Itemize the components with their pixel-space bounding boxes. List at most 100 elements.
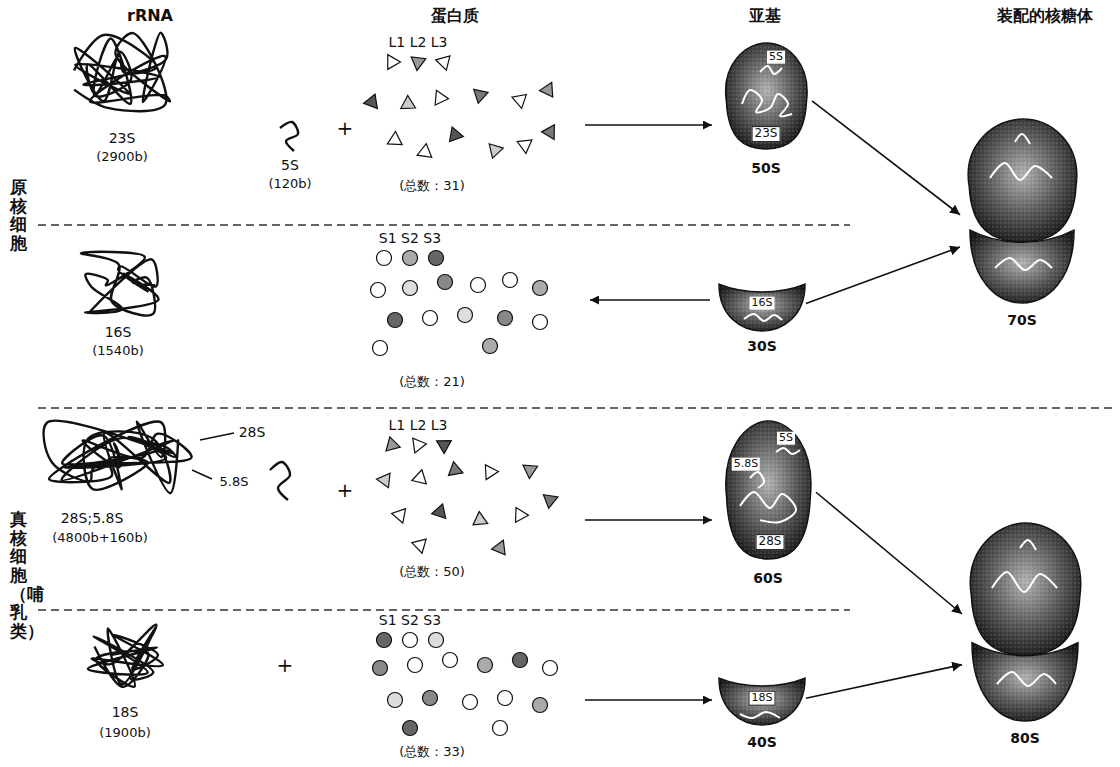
small-subunit-protein (403, 633, 418, 648)
large-subunit-protein (515, 507, 528, 522)
row-header: 原核细胞 (10, 178, 27, 253)
large-subunit-protein (492, 540, 506, 555)
rrna-strand (81, 252, 159, 315)
rrna-strand (270, 462, 290, 500)
subunit-label: 60S (753, 570, 783, 586)
protein-names: L1 L2 L3 (388, 34, 447, 50)
protein-names: S1 S2 S3 (379, 612, 441, 628)
rrna-in-subunit (760, 66, 782, 74)
assembly-connector (812, 101, 960, 215)
stipple (719, 678, 805, 725)
large-subunit-protein (386, 437, 400, 451)
large-subunit-protein (517, 140, 532, 153)
large-subunit-protein (413, 438, 427, 453)
small-subunit-protein (373, 341, 388, 356)
protein-count: (总数：21) (399, 375, 465, 390)
large-subunit-protein (432, 504, 446, 518)
small-subunit-protein (498, 311, 513, 326)
small-subunit: 16S30S (718, 278, 806, 358)
column-header: 蛋白质 (431, 7, 479, 25)
small-subunit-protein (429, 251, 444, 266)
small-subunit-protein (533, 315, 548, 330)
large-subunit-protein (392, 509, 406, 523)
ribosome-body (726, 421, 811, 559)
small-subunit-protein (513, 653, 528, 668)
small-subunit-protein (403, 251, 418, 266)
large-subunit-protein (387, 132, 402, 145)
large-subunit-protein (474, 89, 488, 103)
rrna-strand (44, 421, 192, 494)
large-subunit-protein (437, 441, 452, 454)
plus-sign: + (337, 479, 354, 502)
large-subunit-protein (485, 465, 498, 480)
rrna-name: 28S;5.8S (61, 510, 124, 526)
rrna-length: (2900b) (96, 150, 147, 165)
protein-names: L1 L2 L3 (388, 417, 447, 433)
rrna-tag: 5S (767, 51, 785, 64)
rrna-tag: 5.8S (732, 458, 760, 471)
small-subunit-protein (533, 281, 548, 296)
rrna-name: 16S (105, 324, 132, 340)
large-subunit-protein (523, 465, 538, 478)
small-subunit-protein (471, 278, 486, 293)
assembled-ribosome: 80S (962, 522, 1088, 752)
large-subunit-protein (377, 473, 390, 488)
stipple (968, 119, 1077, 242)
rrna-name: 28S (239, 424, 266, 440)
small-subunit-protein (377, 633, 392, 648)
rrna-in-subunit (744, 314, 782, 321)
rrna-tag: 18S (749, 691, 776, 706)
protein-count: (总数：31) (399, 179, 465, 194)
subunit-outline (962, 522, 1088, 752)
protein-count: (总数：33) (399, 745, 465, 760)
ribosome-body (968, 119, 1077, 242)
rrna-in-subunit (1015, 134, 1030, 144)
rrna-in-subunit (1020, 540, 1036, 550)
large-subunit-protein (417, 144, 432, 158)
ribosome-body (719, 284, 805, 331)
rrna-tag: 16S (750, 297, 775, 310)
assembly-arrow (585, 124, 712, 126)
ribosome-body (970, 523, 1080, 655)
stipple (726, 421, 811, 559)
assembly-arrow (585, 699, 712, 701)
large-subunit-protein (473, 512, 488, 525)
column-header: 装配的核糖体 (997, 7, 1093, 25)
rrna-tag: 23S (752, 126, 781, 142)
rrna-tag: 5S (777, 432, 795, 445)
assembly-arrow (585, 519, 712, 521)
ribosome-label: 80S (1010, 730, 1040, 746)
assembly-connector (806, 665, 962, 699)
rrna-length: (1540b) (92, 344, 143, 359)
large-subunit: 5S23S50S (720, 42, 812, 182)
small-subunit-protein (423, 691, 438, 706)
rrna-in-subunit (740, 492, 796, 522)
large-subunit-protein (436, 56, 450, 70)
rrna-name: 18S (112, 704, 139, 720)
rrna-name: 5.8S (220, 475, 249, 490)
rrna-length: (120b) (268, 177, 311, 192)
subunit-outline (720, 420, 816, 592)
small-subunit-protein (463, 695, 478, 710)
ribosome-body (726, 43, 807, 149)
rrna-in-subunit (740, 712, 780, 718)
protein-names: S1 S2 S3 (379, 230, 441, 246)
rrna-in-subunit (742, 90, 792, 116)
subunit-outline (960, 118, 1084, 333)
small-subunit-protein (533, 698, 548, 713)
small-subunit-protein (388, 693, 403, 708)
small-subunit-protein (443, 653, 458, 668)
rrna-tag: 28S (756, 534, 785, 550)
stipple (970, 523, 1080, 655)
rrna-length: (1900b) (99, 726, 150, 741)
column-header: 亚基 (749, 7, 781, 25)
large-subunit-protein (512, 94, 526, 108)
large-subunit-protein (540, 82, 553, 97)
assembly-connector (806, 247, 960, 304)
small-subunit-protein (388, 313, 403, 328)
column-header: rRNA (127, 7, 173, 25)
stipple (726, 43, 807, 149)
rrna-in-subunit (750, 472, 764, 488)
